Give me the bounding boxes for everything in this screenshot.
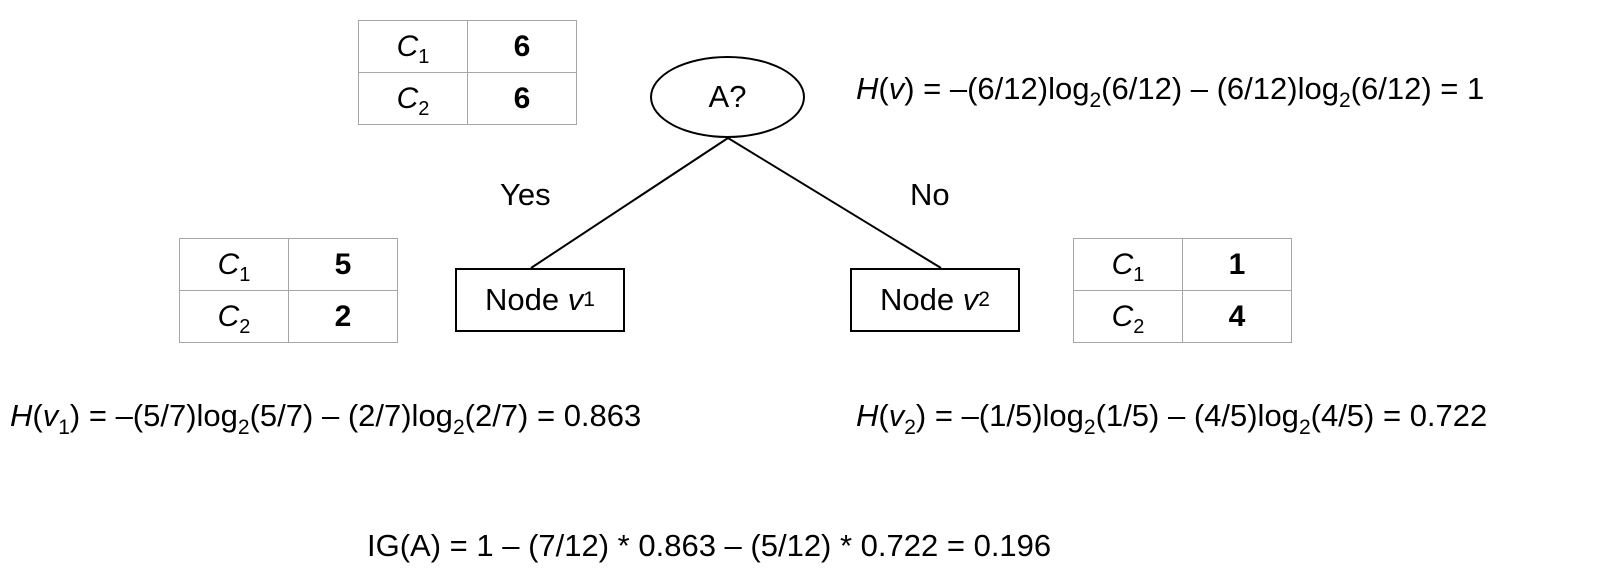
edge-label-yes: Yes: [500, 177, 551, 212]
class-count: 6: [467, 72, 577, 125]
class-subscript: 2: [418, 97, 430, 120]
node-label: Node: [880, 282, 963, 317]
entropy-symbol: H: [856, 398, 879, 433]
class-subscript: 1: [239, 263, 251, 286]
log-base: 2: [1089, 89, 1102, 112]
node-label: Node: [485, 282, 568, 317]
edge-yes: [530, 137, 729, 269]
class-letter: C: [1111, 247, 1134, 281]
entropy-symbol: H: [10, 398, 33, 433]
left-entropy-equation: H(v1) = –(5/7)log2(5/7) – (2/7)log2(2/7)…: [10, 398, 642, 439]
log-base: 2: [1298, 416, 1311, 439]
entropy-var: v: [888, 398, 905, 433]
right-entropy-equation: H(v2) = –(1/5)log2(1/5) – (4/5)log2(4/5)…: [856, 398, 1488, 439]
root-class-count-table: C1 6 C2 6: [358, 20, 577, 125]
eq-part: = –(6/12)log: [923, 71, 1090, 106]
entropy-var-subscript: 2: [904, 416, 916, 439]
table-row: C2 2: [179, 290, 398, 343]
eq-part: = –(1/5)log: [926, 398, 1084, 433]
right-class-count-table: C1 1 C2 4: [1073, 238, 1292, 343]
eq-part: (5/7) – (2/7)log: [249, 398, 453, 433]
node-var: v: [567, 282, 584, 317]
table-row: C2 6: [358, 72, 577, 125]
edge-no: [727, 137, 942, 269]
class-label: C2: [179, 290, 289, 343]
log-base: 2: [237, 416, 250, 439]
eq-part: = –(5/7)log: [80, 398, 238, 433]
log-base: 2: [1083, 416, 1096, 439]
eq-part: (1/5) – (4/5)log: [1095, 398, 1299, 433]
class-count: 6: [467, 20, 577, 73]
root-entropy-equation: H(v) = –(6/12)log2(6/12) – (6/12)log2(6/…: [856, 71, 1485, 112]
class-subscript: 1: [418, 45, 430, 68]
class-label: C1: [179, 238, 289, 291]
class-label: C1: [1073, 238, 1183, 291]
class-letter: C: [1111, 299, 1134, 333]
class-letter: C: [396, 81, 419, 115]
class-label: C2: [1073, 290, 1183, 343]
class-label: C1: [358, 20, 468, 73]
entropy-var-subscript: 1: [58, 416, 70, 439]
class-count: 5: [288, 238, 398, 291]
eq-part: (6/12) = 1: [1350, 71, 1485, 106]
class-count: 2: [288, 290, 398, 343]
class-label: C2: [358, 72, 468, 125]
root-node-label: A?: [708, 79, 747, 114]
log-base: 2: [1338, 89, 1351, 112]
class-subscript: 1: [1133, 263, 1145, 286]
class-subscript: 2: [239, 315, 251, 338]
edge-label-no: No: [910, 177, 950, 212]
node-var: v: [962, 282, 979, 317]
table-row: C1 5: [179, 238, 398, 291]
class-count: 1: [1182, 238, 1292, 291]
table-row: C1 6: [358, 20, 577, 73]
root-decision-node: A?: [650, 56, 805, 138]
left-class-count-table: C1 5 C2 2: [179, 238, 398, 343]
eq-part: (6/12) – (6/12)log: [1101, 71, 1339, 106]
entropy-var: v: [888, 71, 905, 106]
entropy-symbol: H: [856, 71, 879, 106]
eq-part: (2/7) = 0.863: [464, 398, 642, 433]
class-letter: C: [217, 247, 240, 281]
log-base: 2: [452, 416, 465, 439]
information-gain-equation: IG(A) = 1 – (7/12) * 0.863 – (5/12) * 0.…: [367, 528, 1052, 563]
entropy-var: v: [42, 398, 59, 433]
class-subscript: 2: [1133, 315, 1145, 338]
table-row: C1 1: [1073, 238, 1292, 291]
table-row: C2 4: [1073, 290, 1292, 343]
class-letter: C: [217, 299, 240, 333]
class-letter: C: [396, 29, 419, 63]
class-count: 4: [1182, 290, 1292, 343]
eq-part: (4/5) = 0.722: [1310, 398, 1488, 433]
